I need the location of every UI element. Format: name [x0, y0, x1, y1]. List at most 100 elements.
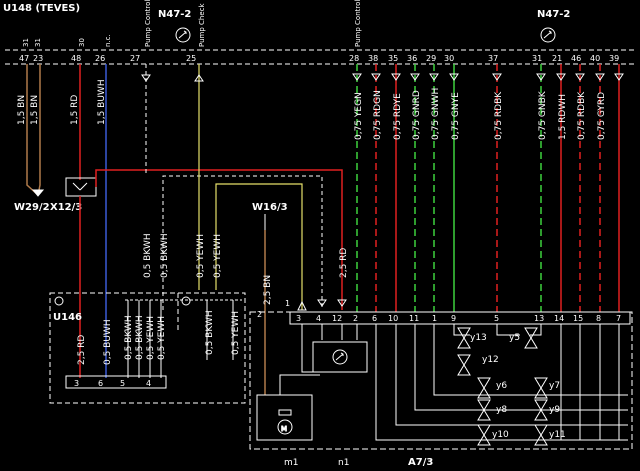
- wire-label: 2,5 RD: [77, 335, 87, 365]
- a7-3-connector-strip: [289, 311, 631, 325]
- pin-label: 1: [432, 314, 437, 323]
- wire-label: 0,5 YEWH: [146, 316, 156, 360]
- wire-label: 0,5 YEWH: [231, 311, 241, 355]
- wire-label: 0,5 BKWH: [205, 310, 215, 355]
- pin-label: 29: [426, 54, 436, 63]
- wire-label: 0,5 YEWH: [196, 234, 206, 278]
- n47-left-label: N47-2: [158, 9, 191, 20]
- label-nc: n.c.: [104, 34, 112, 47]
- pin-label: 36: [407, 54, 417, 63]
- wire-pump-control-dashed: [145, 64, 323, 310]
- pump-motor-icon: [332, 349, 348, 365]
- u146-inner-labels: 2,5 RD 0,5 BUWH 0,5 BKWH 0,5 BKWH 0,5 YE…: [77, 310, 241, 365]
- diagram-title: U148 (TEVES): [3, 3, 80, 14]
- label-pump-control-1: Pump Control: [144, 0, 152, 47]
- pin-label: 6: [372, 314, 377, 323]
- pin-label: 3: [296, 314, 301, 323]
- wire-label: 0,75 RDYE: [393, 93, 403, 140]
- wire-label: 1,5 BUWH: [97, 79, 107, 125]
- wire-pump-check: [198, 64, 303, 310]
- pin-label: 14: [554, 314, 564, 323]
- pin-label: 23: [33, 54, 43, 63]
- wire-bundle-right: [356, 64, 620, 312]
- pin-label: 4: [316, 314, 321, 323]
- a7-3-pins: 3 4 12 2 6 10 11 1 9 5 13 14 15 8 7: [296, 314, 621, 323]
- valve-icon: [477, 399, 491, 421]
- valve-icon: [534, 424, 548, 446]
- valve-icon: [477, 377, 491, 399]
- u146-module-box: [49, 292, 246, 404]
- svg-text:M: M: [281, 425, 287, 433]
- valve-label: y12: [482, 355, 499, 365]
- pin-label-1: 1: [285, 299, 290, 308]
- valve-label: y13: [470, 333, 487, 343]
- pin-label: 5: [494, 314, 499, 323]
- pin-label: 31: [532, 54, 542, 63]
- connector-arrows: [141, 74, 347, 311]
- right-connector-arrows: [352, 73, 624, 81]
- w16-3-label: W16/3: [252, 202, 288, 213]
- wire-label: 0,75 RDBK: [494, 91, 504, 140]
- wire-red-main: [95, 169, 343, 310]
- pin-label: 2: [353, 314, 358, 323]
- pin-label: 11: [409, 314, 419, 323]
- pin-label: 6: [98, 379, 103, 388]
- wire-label: 0,75 GYRD: [597, 92, 607, 140]
- label-pump-control-2: Pump Control: [354, 0, 362, 47]
- valve-label: y9: [549, 405, 560, 415]
- u146-ground-icon-2: [181, 296, 191, 306]
- wire-label: 1,5 BN: [30, 95, 40, 125]
- x12-3-label: X12/3: [50, 202, 82, 213]
- pin-label: 27: [130, 54, 140, 63]
- m1-label: m1: [284, 458, 299, 468]
- wire-label: 0,75 RDBK: [577, 91, 587, 140]
- valve-icon: [477, 424, 491, 446]
- u146-label: U146: [53, 312, 82, 323]
- wire-label: 0,5 BKWH: [135, 315, 145, 360]
- valve-label: y7: [549, 381, 560, 391]
- wire-label: 1,5 RD: [70, 95, 80, 125]
- wire-label: 2,5 BN: [263, 275, 273, 305]
- valve-label: y6: [496, 381, 507, 391]
- wire-label: 0,5 YEWH: [157, 316, 167, 360]
- wire-label: 0,75 YEGN: [354, 92, 364, 140]
- valve-label: y8: [496, 405, 507, 415]
- pump-motor-icon: [540, 27, 556, 43]
- a7-3-module-box: [249, 311, 633, 450]
- n47-right-label: N47-2: [537, 9, 570, 20]
- wire-label: 1,5 BN: [17, 95, 27, 125]
- valve-icon: [534, 377, 548, 399]
- pin-label: 5: [120, 379, 125, 388]
- wire-label: 2,5 RD: [339, 248, 349, 278]
- u146-connector-strip: [65, 375, 167, 389]
- label-31a: 31: [22, 38, 30, 47]
- valve-icon: [457, 327, 471, 349]
- pin-label: 30: [444, 54, 454, 63]
- wire-label: 0,75 RDGN: [373, 90, 383, 140]
- n1-label: n1: [338, 458, 349, 468]
- wire-ground: [26, 64, 41, 196]
- pin-label: 26: [95, 54, 105, 63]
- valve-label: y10: [492, 430, 509, 440]
- wire-label: 0,75 GNYE: [451, 92, 461, 140]
- pin-label: 3: [74, 379, 79, 388]
- valve-label: y11: [549, 430, 566, 440]
- pin-label: 38: [368, 54, 378, 63]
- pin-label: 21: [552, 54, 562, 63]
- valve-icon: [524, 327, 538, 349]
- wire-label: 0,5 BKWH: [160, 233, 170, 278]
- pin-label: 15: [573, 314, 583, 323]
- pin-label: 9: [451, 314, 456, 323]
- a7-3-internal-wiring: [265, 324, 628, 441]
- valve-icon: [457, 354, 471, 376]
- wire-label: 1,5 RDWH: [558, 94, 568, 140]
- pin-label: 46: [571, 54, 581, 63]
- label-pump-check: Pump Check: [198, 2, 206, 47]
- m1-motor-box: [256, 394, 313, 441]
- wire-label: 0,75 GNRD: [412, 90, 422, 140]
- u146-ground-icon: [54, 296, 64, 306]
- right-wire-labels: 0,75 YEGN 0,75 RDGN 0,75 RDYE 0,75 GNRD …: [354, 88, 607, 140]
- pin-label: 4: [146, 379, 151, 388]
- pin-label: 47: [19, 54, 29, 63]
